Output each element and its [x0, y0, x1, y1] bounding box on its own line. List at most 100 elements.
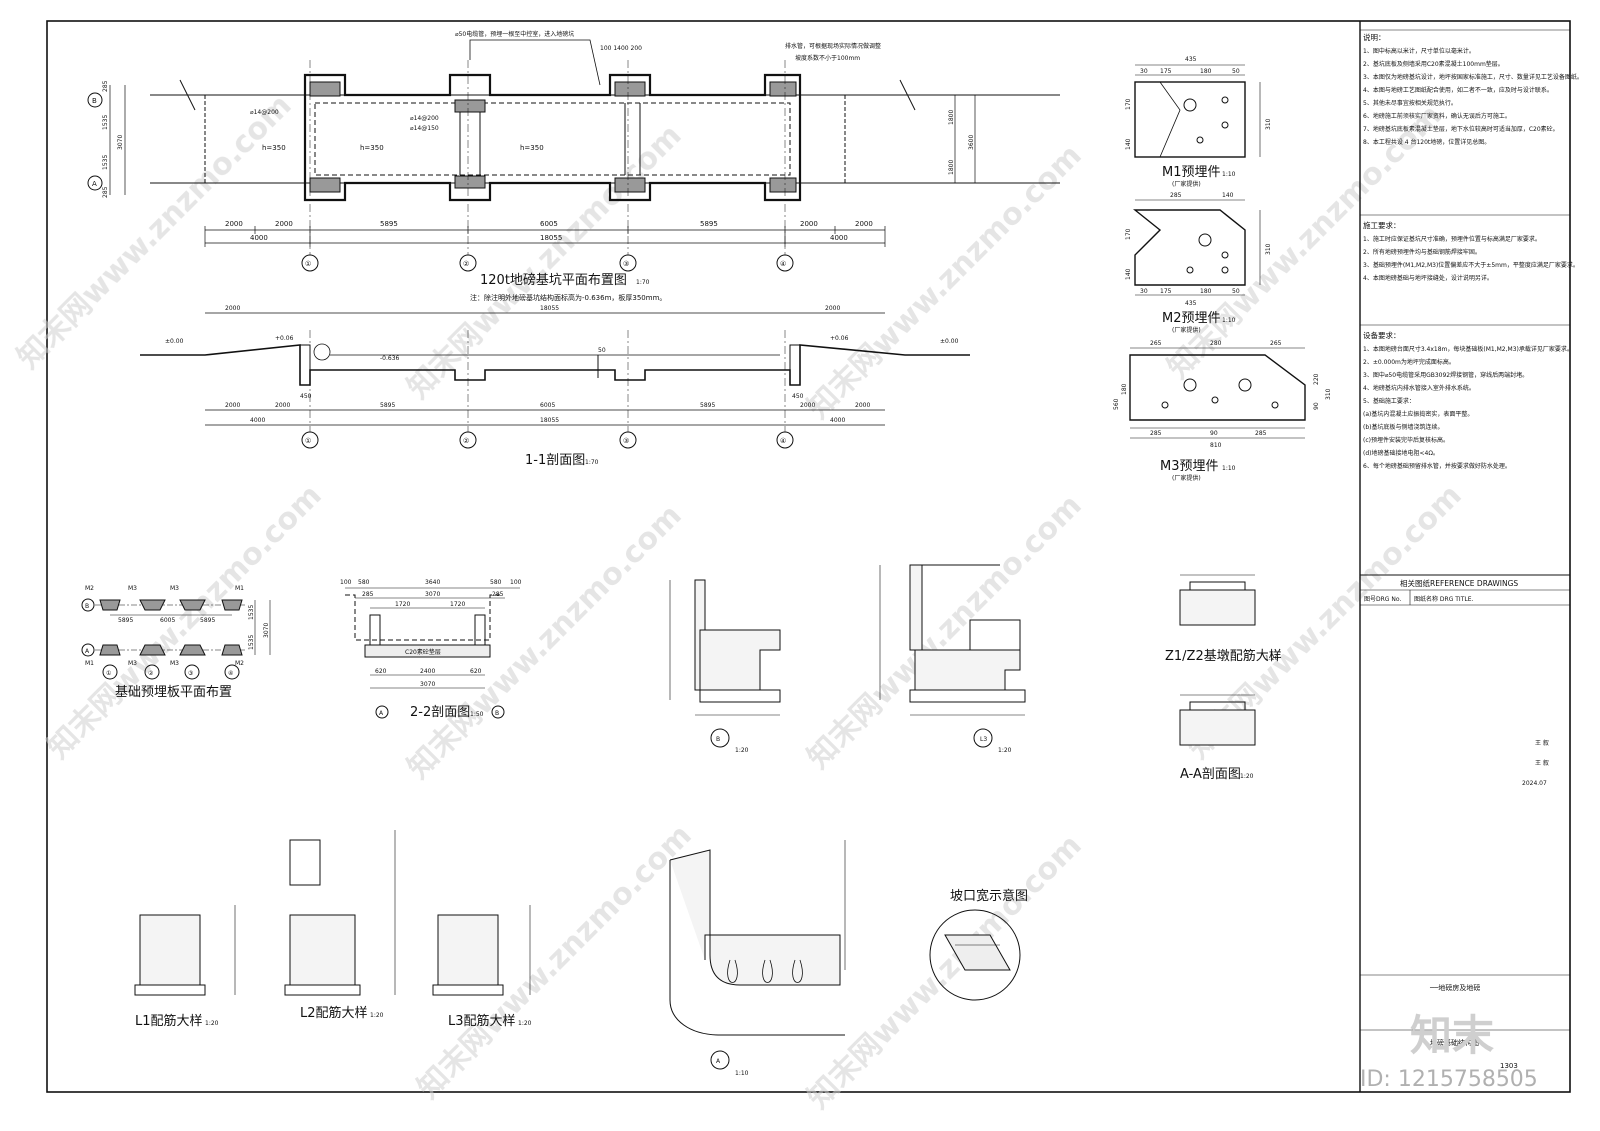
svg-text:7、地磅基坑底板素混凝土垫层，地下水位较高时可适当加厚，C2: 7、地磅基坑底板素混凝土垫层，地下水位较高时可适当加厚，C20素砼。 — [1363, 125, 1559, 133]
m1-labels: 435 30 175 180 50 170 310 140 M1预埋件 1:10… — [1125, 56, 1272, 188]
svg-text:50: 50 — [1232, 68, 1240, 75]
svg-text:310: 310 — [1325, 388, 1332, 400]
svg-text:图号DRG No.: 图号DRG No. — [1364, 596, 1401, 603]
svg-text:M2预埋件: M2预埋件 — [1162, 311, 1221, 326]
svg-text:3、基础预埋件(M1,M2,M3)位置偏差应不大于±5mm，: 3、基础预埋件(M1,M2,M3)位置偏差应不大于±5mm，平整度应满足厂家要求… — [1363, 261, 1579, 269]
svg-text:285: 285 — [1255, 430, 1267, 437]
beam-details-labels: L1配筋大样 1:20 L2配筋大样 1:20 L3配筋大样 1:20 — [135, 1005, 532, 1029]
svg-text:A: A — [92, 180, 97, 188]
svg-text:②: ② — [463, 437, 469, 445]
svg-text:1:20: 1:20 — [518, 1020, 532, 1027]
m2-embed — [1133, 199, 1261, 296]
svg-text:M3预埋件: M3预埋件 — [1160, 459, 1219, 474]
svg-text:相关图纸REFERENCE DRAWINGS: 相关图纸REFERENCE DRAWINGS — [1400, 578, 1518, 588]
svg-text:810: 810 — [1210, 442, 1222, 449]
z-detail — [1179, 574, 1256, 746]
svg-text:100 1400 200: 100 1400 200 — [600, 45, 642, 52]
svg-text:A: A — [379, 710, 384, 717]
svg-text:580: 580 — [358, 579, 370, 586]
svg-text:5895: 5895 — [700, 402, 715, 409]
svg-text:±0.00: ±0.00 — [165, 338, 184, 345]
embed-layout — [81, 598, 271, 680]
svg-text:④: ④ — [780, 437, 786, 445]
brand-logo: 知末 — [1410, 1011, 1494, 1060]
svg-text:B: B — [495, 710, 499, 717]
svg-text:(厂家提供): (厂家提供) — [1172, 180, 1201, 188]
m3-embed — [1129, 347, 1306, 439]
svg-text:285: 285 — [1150, 430, 1162, 437]
svg-text:基础预埋板平面布置: 基础预埋板平面布置 — [115, 685, 232, 700]
svg-text:175: 175 — [1160, 68, 1172, 75]
svg-text:2000: 2000 — [855, 402, 870, 409]
svg-text:620: 620 — [470, 668, 482, 675]
plan-view — [87, 39, 1060, 272]
svg-text:③: ③ — [623, 260, 629, 268]
svg-text:③: ③ — [188, 670, 193, 677]
svg-text:M1: M1 — [235, 585, 244, 592]
svg-text:(a)基坑内混凝土应振捣密实，表面平整。: (a)基坑内混凝土应振捣密实，表面平整。 — [1363, 410, 1473, 418]
svg-text:1535: 1535 — [248, 605, 255, 620]
svg-text:1535: 1535 — [102, 155, 109, 170]
svg-text:310: 310 — [1265, 243, 1272, 255]
z-detail-labels: Z1/Z2基墩配筋大样 1:20 A-A剖面图 1:20 — [1165, 648, 1282, 782]
svg-text:3640: 3640 — [425, 579, 440, 586]
svg-text:1-1剖面图: 1-1剖面图 — [525, 453, 585, 468]
svg-text:1:10: 1:10 — [735, 1070, 749, 1077]
svg-text:50: 50 — [598, 347, 606, 354]
svg-text:1:10: 1:10 — [1222, 465, 1236, 472]
svg-text:140: 140 — [1125, 138, 1132, 150]
section-1-1-labels: 2000 18055 2000 ±0.00 +0.06 -0.636 +0.06… — [165, 305, 959, 468]
svg-text:620: 620 — [375, 668, 387, 675]
detail-b — [669, 579, 781, 748]
svg-text:1、本图地磅台面尺寸3.4x18m，每块基础板(M1,M2,: 1、本图地磅台面尺寸3.4x18m，每块基础板(M1,M2,M3)承载详见厂家要… — [1363, 345, 1573, 353]
svg-text:⌀50电缆管，预埋一根至中控室，进入地磅坑: ⌀50电缆管，预埋一根至中控室，进入地磅坑 — [455, 30, 574, 38]
svg-text:图纸名称 DRG TITLE.: 图纸名称 DRG TITLE. — [1414, 595, 1473, 603]
svg-text:1:20: 1:20 — [205, 1020, 219, 1027]
detail-a-labels: A 1:10 — [716, 1058, 749, 1077]
svg-text:1:20: 1:20 — [998, 747, 1012, 754]
svg-text:±0.00: ±0.00 — [940, 338, 959, 345]
svg-text:-0.636: -0.636 — [380, 355, 400, 362]
svg-text:180: 180 — [1121, 383, 1128, 395]
svg-text:6、地磅施工前须核实厂家资料，确认无误后方可施工。: 6、地磅施工前须核实厂家资料，确认无误后方可施工。 — [1363, 112, 1511, 120]
svg-text:5、其他未尽事宜按相关规范执行。: 5、其他未尽事宜按相关规范执行。 — [1363, 99, 1457, 107]
svg-text:18055: 18055 — [540, 234, 562, 242]
svg-text:180: 180 — [1200, 68, 1212, 75]
svg-text:B: B — [92, 97, 97, 105]
svg-text:M1: M1 — [85, 660, 94, 667]
svg-text:4、本图与地磅工艺图纸配合使用，如二者不一致，应及时与设计联: 4、本图与地磅工艺图纸配合使用，如二者不一致，应及时与设计联系。 — [1363, 86, 1553, 94]
svg-text:+0.06: +0.06 — [275, 335, 294, 342]
svg-text:285: 285 — [1170, 192, 1182, 199]
svg-text:3、本图仅为地磅基坑设计，地坪按国家标准施工，尺寸、数量详见: 3、本图仅为地磅基坑设计，地坪按国家标准施工，尺寸、数量详见工艺设备图纸。 — [1363, 73, 1583, 81]
svg-text:2024.07: 2024.07 — [1522, 780, 1547, 787]
section-1-1 — [140, 312, 970, 449]
svg-text:265: 265 — [1150, 340, 1162, 347]
svg-text:2-2剖面图: 2-2剖面图 — [410, 705, 470, 720]
svg-text:285: 285 — [492, 591, 504, 598]
svg-text:注：除注明外地磅基坑结构面标高为-0.636m，板厚350m: 注：除注明外地磅基坑结构面标高为-0.636m，板厚350mm。 — [470, 293, 666, 302]
svg-text:18055: 18055 — [540, 417, 559, 424]
svg-text:①: ① — [106, 670, 111, 677]
svg-text:坡度系数不小于100mm: 坡度系数不小于100mm — [795, 54, 860, 62]
svg-text:2000: 2000 — [825, 305, 840, 312]
svg-text:8、本工程共设 4 台120t地磅，位置详见总图。: 8、本工程共设 4 台120t地磅，位置详见总图。 — [1363, 138, 1490, 146]
svg-text:Z1/Z2基墩配筋大样: Z1/Z2基墩配筋大样 — [1165, 648, 1282, 664]
svg-text:说明：: 说明： — [1363, 32, 1386, 42]
detail-b-labels: B 1:20 — [716, 736, 749, 754]
svg-text:2、所有地磅预埋件均与基础钢筋焊接牢固。: 2、所有地磅预埋件均与基础钢筋焊接牢固。 — [1363, 248, 1481, 256]
svg-text:王 叙: 王 叙 — [1535, 759, 1549, 767]
svg-text:580: 580 — [490, 579, 502, 586]
svg-text:3、图中⌀50电缆管采用GB3092焊接钢管，穿线后两端封堵: 3、图中⌀50电缆管采用GB3092焊接钢管，穿线后两端封堵。 — [1363, 371, 1528, 379]
svg-text:L3配筋大样: L3配筋大样 — [448, 1013, 516, 1029]
svg-text:1720: 1720 — [450, 601, 465, 608]
svg-text:1:10: 1:10 — [1222, 171, 1236, 178]
svg-text:排水管，可根据现场实际情况做调整: 排水管，可根据现场实际情况做调整 — [785, 42, 881, 50]
m1-embed — [1134, 64, 1261, 158]
svg-text:M2: M2 — [235, 660, 244, 667]
svg-text:4000: 4000 — [250, 417, 265, 424]
svg-text:90: 90 — [1313, 402, 1320, 410]
svg-text:C20素砼垫层: C20素砼垫层 — [405, 648, 441, 656]
svg-text:A-A剖面图: A-A剖面图 — [1180, 767, 1241, 782]
m3-labels: 265 280 265 285 90 285 810 220 90 310 56… — [1113, 340, 1332, 482]
